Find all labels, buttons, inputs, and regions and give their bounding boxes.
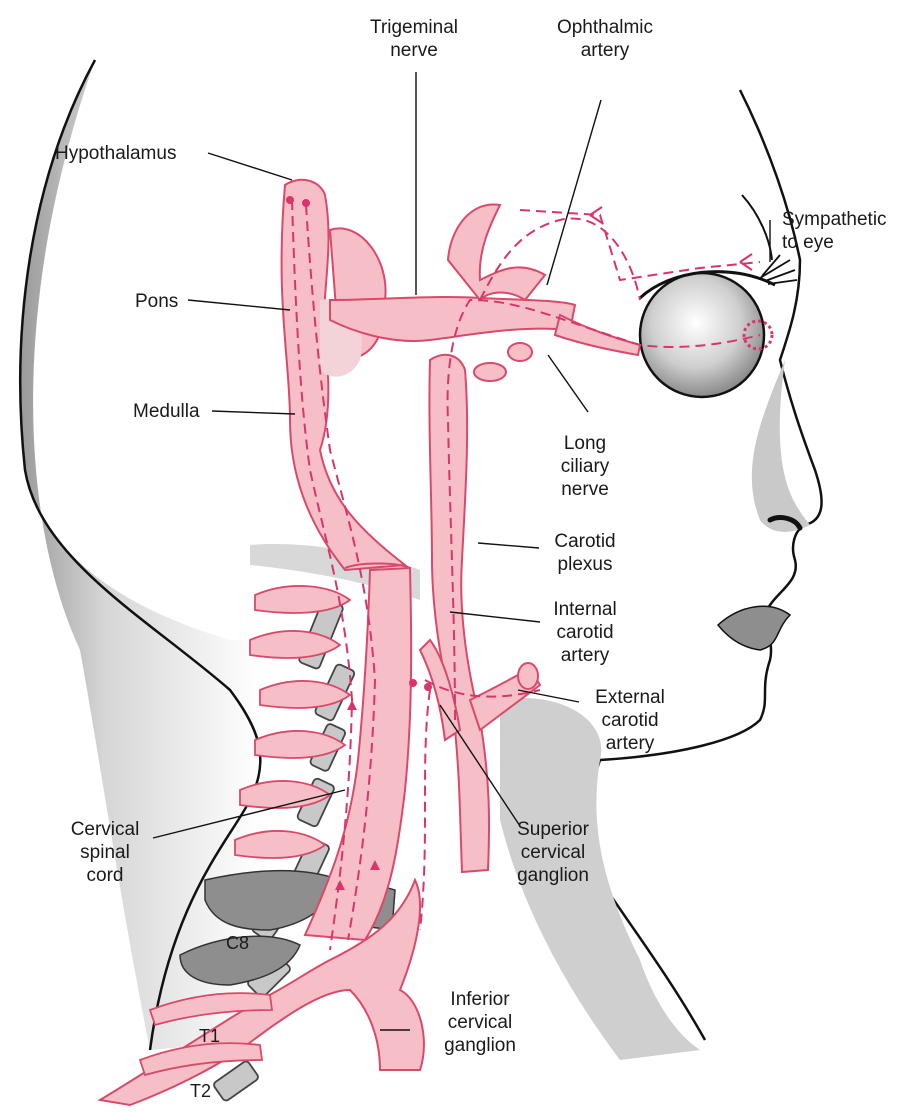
label-t1: T1: [199, 1025, 220, 1048]
sympathetic-endings: [590, 207, 752, 270]
label-sympathetic-to-eye: Sympathetic to eye: [782, 208, 887, 254]
long-ciliary-nerve: [555, 315, 640, 355]
ophthalmic-artery: [448, 204, 545, 300]
label-superior-cervical-ganglion: Superior cervical ganglion: [493, 818, 613, 887]
eyebrow: [742, 195, 772, 260]
label-hypothalamus: Hypothalamus: [55, 142, 176, 165]
trigeminal-nerve: [330, 297, 575, 341]
carotid-lumen-2: [508, 343, 532, 361]
label-ophthalmic-artery: Ophthalmic artery: [545, 16, 665, 62]
label-t2: T2: [190, 1080, 211, 1103]
label-c8: C8: [226, 932, 249, 955]
carotid-lumen: [474, 363, 506, 381]
label-long-ciliary-nerve: Long ciliary nerve: [525, 432, 645, 501]
label-internal-carotid-artery: Internal carotid artery: [525, 598, 645, 667]
label-cervical-spinal-cord: Cervical spinal cord: [45, 818, 165, 887]
label-pons: Pons: [135, 290, 178, 313]
label-medulla: Medulla: [133, 400, 200, 423]
label-external-carotid-artery: External carotid artery: [570, 686, 690, 755]
label-inferior-cervical-ganglion: Inferior cervical ganglion: [420, 988, 540, 1057]
nose-shadow: [752, 360, 810, 532]
label-trigeminal-nerve: Trigeminal nerve: [354, 16, 474, 62]
label-carotid-plexus: Carotid plexus: [525, 530, 645, 576]
lips: [718, 606, 790, 650]
